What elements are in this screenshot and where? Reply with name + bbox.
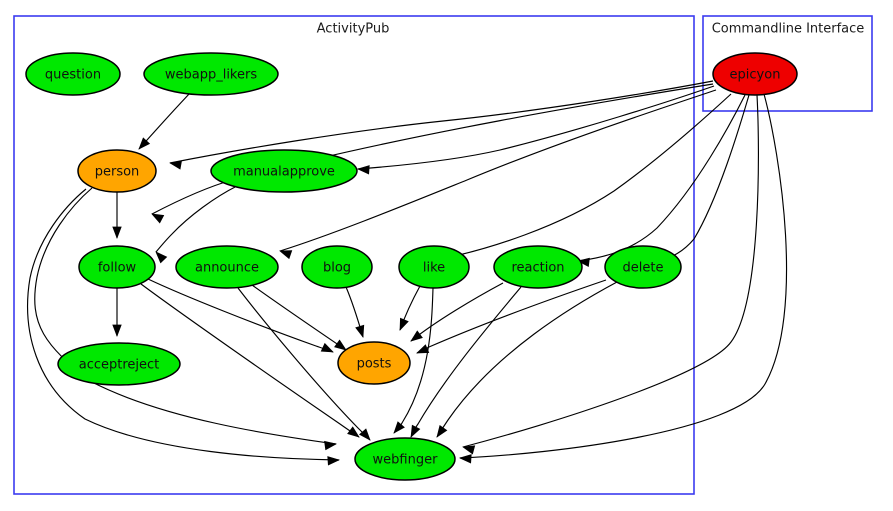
edge-epicyon-to-follow	[151, 83, 714, 215]
node-shape-acceptreject[interactable]	[57, 342, 181, 386]
edge-webapp_likers-to-person	[138, 92, 191, 150]
node-shape-webapp_likers[interactable]	[143, 52, 279, 96]
arrowhead-person-to-follow	[112, 226, 122, 239]
edge-epicyon-to-manualapprove	[357, 85, 715, 170]
node-shape-epicyon[interactable]	[712, 52, 798, 96]
arrowhead-epicyon-to-announce	[279, 250, 293, 260]
arrowhead-epicyon-to-follow	[151, 213, 165, 224]
node-label-question: question	[45, 68, 101, 83]
node-label-person: person	[95, 165, 140, 180]
arrowhead-reaction-to-webfinger	[410, 424, 421, 438]
node-label-reaction: reaction	[511, 261, 564, 276]
node-webfinger[interactable]: webfinger	[354, 437, 456, 481]
cluster-border-cli	[702, 15, 873, 112]
node-person[interactable]: person	[77, 149, 157, 193]
arrowhead-layer	[112, 137, 675, 466]
arrowhead-epicyon-to-person	[169, 160, 182, 170]
arrowhead-webapp_likers-to-person	[138, 137, 151, 150]
edge-manualapprove-to-follow	[155, 185, 238, 253]
arrowhead-delete-to-webfinger	[436, 425, 448, 438]
arrowhead-like-to-webfinger	[393, 421, 405, 434]
node-label-manualapprove: manualapprove	[233, 165, 335, 180]
node-shape-delete[interactable]	[604, 245, 682, 289]
node-shape-manualapprove[interactable]	[210, 149, 358, 193]
node-label-delete: delete	[623, 261, 664, 276]
node-manualapprove[interactable]: manualapprove	[210, 149, 358, 193]
edge-epicyon-to-like	[449, 93, 732, 258]
node-epicyon[interactable]: epicyon	[712, 52, 798, 96]
node-shape-webfinger[interactable]	[354, 437, 456, 481]
cluster-activitypub: ActivityPub	[13, 15, 695, 495]
node-posts[interactable]: posts	[337, 341, 411, 385]
node-shape-blog[interactable]	[301, 245, 373, 289]
arrowhead-follow-to-posts	[320, 342, 334, 353]
cluster-cli: Commandline Interface	[702, 15, 873, 112]
node-label-posts: posts	[357, 357, 392, 372]
arrowhead-delete-to-posts	[416, 344, 430, 354]
edge-epicyon-to-person	[169, 80, 714, 164]
arrowhead-follow-to-webfinger	[347, 426, 360, 438]
arrowhead-person-to-webfinger	[327, 456, 340, 466]
edge-reaction-to-posts	[410, 282, 504, 342]
node-shape-person[interactable]	[77, 149, 157, 193]
node-label-follow: follow	[98, 261, 137, 276]
arrowhead-reaction-to-posts	[410, 330, 423, 342]
arrowhead-like-to-posts	[399, 317, 409, 331]
edge-follow-to-posts	[147, 278, 334, 353]
node-label-epicyon: epicyon	[730, 68, 781, 83]
node-layer: question webapp_likers epicyon person manual…	[25, 52, 798, 481]
node-label-webapp_likers: webapp_likers	[165, 68, 257, 83]
arrowhead-announce-to-posts	[334, 339, 347, 351]
arrowhead-epicyon-to-reaction	[577, 257, 590, 268]
node-label-like: like	[423, 261, 445, 276]
node-label-announce: announce	[195, 261, 259, 276]
cluster-layer: ActivityPub Commandline Interface	[13, 15, 873, 495]
edge-reaction-to-webfinger	[410, 286, 522, 438]
edge-epicyon-to-delete	[661, 94, 750, 261]
node-webapp_likers[interactable]: webapp_likers	[143, 52, 279, 96]
node-shape-reaction[interactable]	[493, 245, 583, 289]
node-delete[interactable]: delete	[604, 245, 682, 289]
node-like[interactable]: like	[398, 245, 470, 289]
edge-epicyon-to-announce	[279, 89, 717, 252]
node-announce[interactable]: announce	[175, 245, 279, 289]
arrowhead-epicyon-to-webfinger	[459, 454, 472, 464]
arrowhead-announce-to-webfinger	[359, 428, 371, 441]
edge-epicyon-to-posts	[462, 94, 759, 448]
arrowhead-manualapprove-to-follow	[155, 251, 168, 264]
edge-epicyon-to-reaction	[577, 94, 746, 262]
node-shape-announce[interactable]	[175, 245, 279, 289]
node-question[interactable]: question	[25, 52, 121, 96]
node-follow[interactable]: follow	[78, 245, 156, 289]
arrowhead-person-to-posts	[324, 440, 337, 451]
arrowhead-epicyon-to-posts	[462, 445, 476, 455]
cluster-label-activitypub: ActivityPub	[317, 22, 390, 37]
node-shape-follow[interactable]	[78, 245, 156, 289]
node-label-webfinger: webfinger	[373, 453, 439, 468]
node-shape-posts[interactable]	[337, 341, 411, 385]
edge-epicyon-to-webfinger	[459, 93, 788, 459]
node-shape-like[interactable]	[398, 245, 470, 289]
node-acceptreject[interactable]: acceptreject	[57, 342, 181, 386]
cluster-label-cli: Commandline Interface	[712, 22, 865, 37]
arrowhead-blog-to-posts	[355, 324, 365, 338]
cluster-border-activitypub	[13, 15, 695, 495]
node-shape-question[interactable]	[25, 52, 121, 96]
node-blog[interactable]: blog	[301, 245, 373, 289]
node-label-blog: blog	[323, 261, 351, 276]
node-label-acceptreject: acceptreject	[79, 358, 160, 373]
arrowhead-follow-to-acceptreject	[112, 324, 122, 337]
node-reaction[interactable]: reaction	[493, 245, 583, 289]
edge-person-to-webfinger	[27, 188, 340, 461]
arrowhead-epicyon-to-manualapprove	[357, 165, 370, 175]
